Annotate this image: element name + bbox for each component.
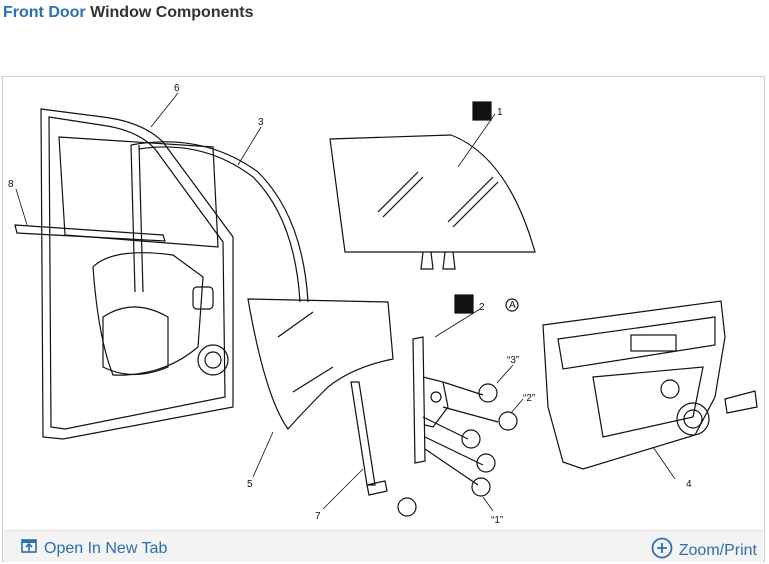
zoom-plus-icon bbox=[651, 537, 673, 564]
page-title: Front Door Window Components bbox=[3, 4, 254, 22]
bolt-label-2: “2” bbox=[523, 393, 535, 404]
door-trim-panel bbox=[542, 300, 758, 470]
open-in-new-tab-button[interactable]: Open In New Tab bbox=[20, 537, 167, 560]
window-components-diagram: 1 2 3 4 5 6 7 8 “3” “2” “1” A bbox=[8, 83, 758, 526]
callout-2: 2 bbox=[479, 302, 485, 313]
zoom-print-button[interactable]: Zoom/Print bbox=[651, 537, 757, 564]
belt-molding bbox=[14, 224, 166, 242]
bolt-label-1: “1” bbox=[491, 515, 503, 526]
door-frame bbox=[40, 108, 234, 440]
callout-7: 7 bbox=[315, 511, 321, 522]
callout-3: 3 bbox=[258, 117, 264, 128]
zoom-print-label: Zoom/Print bbox=[678, 541, 757, 559]
callout-1: 1 bbox=[497, 107, 503, 118]
window-glass bbox=[329, 134, 536, 270]
lubricant-icons bbox=[454, 101, 519, 314]
title-highlight: Front Door bbox=[3, 4, 86, 21]
water-deflector bbox=[247, 298, 394, 430]
callout-5: 5 bbox=[247, 479, 253, 490]
title-rest: Window Components bbox=[90, 4, 254, 21]
diagram-frame: 1 2 3 4 5 6 7 8 “3” “2” “1” A Open In Ne… bbox=[2, 76, 765, 562]
bolts bbox=[397, 379, 680, 517]
callout-6: 6 bbox=[174, 83, 180, 94]
open-new-tab-icon bbox=[20, 537, 38, 560]
window-regulator bbox=[412, 336, 499, 486]
bolt-label-3: “3” bbox=[507, 355, 519, 366]
window-run-channel bbox=[130, 141, 309, 303]
badge-letter: A bbox=[509, 300, 516, 311]
open-in-new-tab-label: Open In New Tab bbox=[44, 539, 168, 557]
leader-lines bbox=[15, 92, 676, 512]
callout-8: 8 bbox=[8, 179, 14, 190]
diagram-footer: Open In New Tab Zoom/Print bbox=[4, 530, 763, 562]
rear-guide-channel bbox=[350, 381, 388, 496]
callout-4: 4 bbox=[686, 479, 692, 490]
